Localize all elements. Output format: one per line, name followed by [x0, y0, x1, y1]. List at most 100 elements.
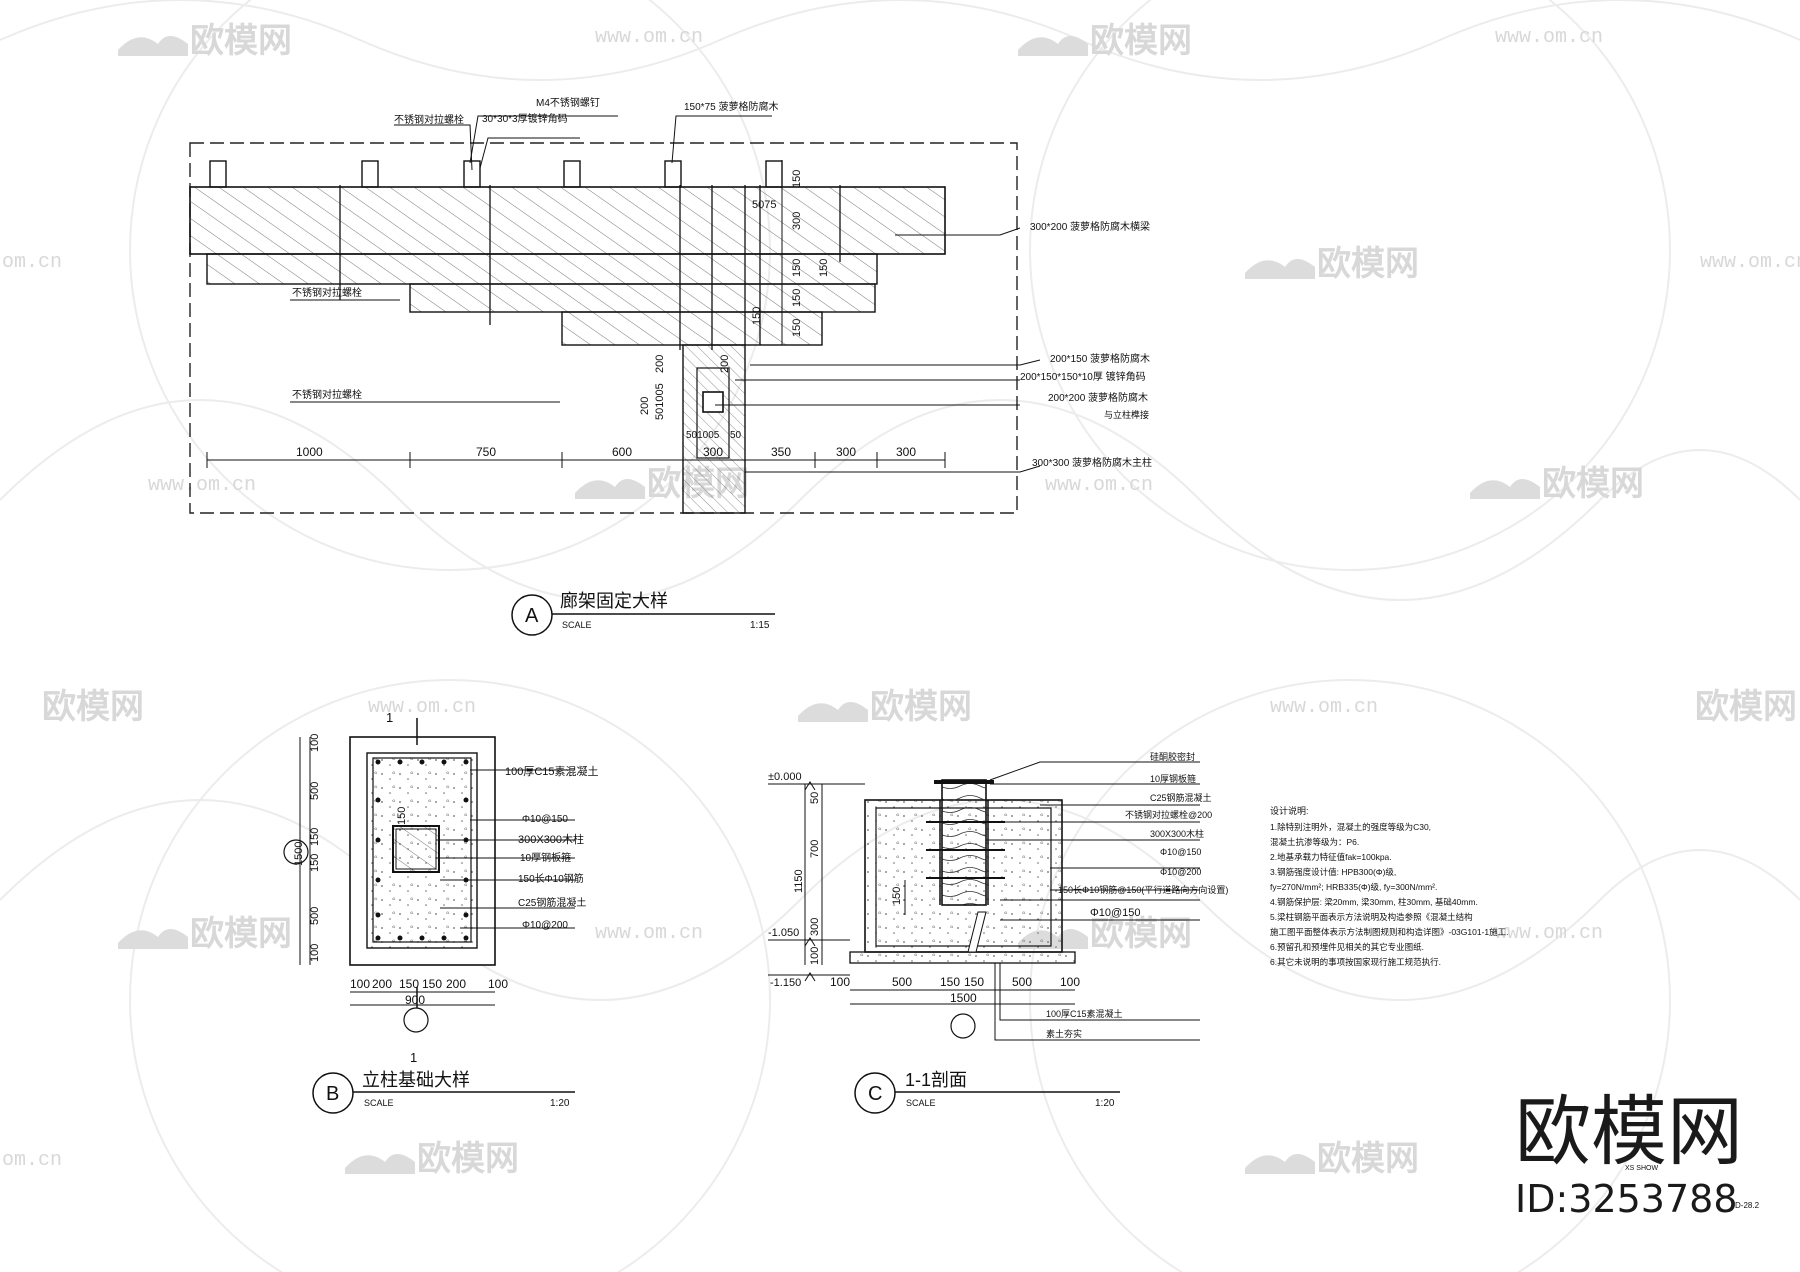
levels [768, 781, 865, 982]
detail-b-marker [312, 1072, 354, 1114]
main-column [682, 344, 746, 514]
b-dim-inner: 150 [396, 807, 408, 825]
c-dim-bottom-5: 500 [1012, 975, 1032, 989]
column-bolt [702, 391, 724, 413]
c-label-8: 150长Φ10钢筋@150(平行道路向方向设置) [1058, 884, 1228, 895]
watermark-url: www.om.cn [1495, 26, 1603, 49]
rebar-dots [375, 759, 469, 941]
section-mark-top: 1 [386, 710, 393, 725]
b-dim-left-2: 500 [309, 782, 321, 800]
label-bolt-top: 不锈钢对拉螺栓 [394, 113, 464, 126]
c-label-5: 300X300木柱 [1150, 828, 1204, 839]
dim-300-b: 300 [896, 445, 916, 459]
b-label-column: 300X300木柱 [518, 832, 584, 846]
c-label-3: C25钢筋混凝土 [1150, 792, 1212, 803]
c-label-7: Φ10@200 [1160, 867, 1201, 877]
detail-a-marker [511, 594, 553, 636]
c-label-c15: 100厚C15素混凝土 [1046, 1008, 1123, 1019]
c-dim-left-4: 300 [809, 918, 821, 936]
detail-b-scale: 1:20 [550, 1098, 570, 1109]
detail-c-title: 1-1剖面 [905, 1070, 967, 1090]
label-timber-150x75: 150*75 菠萝格防腐木 [684, 100, 778, 113]
detail-a-letter: A [525, 605, 539, 627]
notes-heading: 设计说明: [1270, 805, 1309, 816]
watermark-sofa-icon [575, 479, 645, 499]
watermark-logo: 欧模网 [1090, 22, 1192, 60]
dim-350: 350 [771, 445, 791, 459]
b-dim-bottom-3: 150 [399, 977, 419, 991]
watermark-url: www.om.cn [368, 696, 476, 719]
label-column-300: 300*300 菠萝格防腐木主柱 [1032, 456, 1152, 469]
dim-v-2: 300 [791, 212, 803, 230]
c-dim-total: 1500 [950, 991, 977, 1005]
b-dim-bottom-1: 100 [350, 977, 370, 991]
level-1150: -1.150 [770, 977, 801, 989]
b-label-phi10-200: Φ10@200 [522, 920, 568, 931]
watermark-logo: 欧模网 [1542, 465, 1644, 503]
dim-small-4: 200 [639, 397, 651, 415]
watermark-logo: 欧模网 [1090, 915, 1192, 953]
watermark-logo: 欧模网 [42, 688, 144, 726]
dim-v-1: 150 [791, 170, 803, 188]
c-dim-bottom-1: 100 [830, 975, 850, 989]
detail-a-frame [189, 142, 1018, 514]
watermark-logo: 欧模网 [1695, 688, 1797, 726]
c-dim-bottom-6: 100 [1060, 975, 1080, 989]
watermark-logo: 欧模网 [870, 688, 972, 726]
detail-a: 150 300 150 150 150 150 150 5075 200 200… [189, 96, 1152, 636]
note-line: 6.预留孔和预埋件见相关的其它专业图纸. [1270, 942, 1424, 952]
c-label-6: Φ10@150 [1160, 847, 1201, 857]
detail-a-leaders [290, 115, 1041, 473]
watermark-sofa-icon [798, 702, 868, 722]
dim-1000: 1000 [296, 445, 323, 459]
note-line: 2.地基承载力特征值fak=100kpa. [1270, 852, 1392, 862]
b-dim-left-5: 500 [309, 907, 321, 925]
b-label-steel-band: 10厚钢板箍 [520, 851, 571, 864]
c-dim-bottom-4: 150 [964, 975, 984, 989]
dim-600: 600 [612, 445, 632, 459]
b-dim-left-3: 150 [309, 828, 321, 846]
dim-small-6: 501005 [686, 430, 720, 441]
design-notes: 设计说明: 1.除特别注明外，混凝土的强度等级为C30, 混凝土抗渗等级为：P6… [1270, 805, 1509, 967]
dim-v-5: 150 [791, 289, 803, 307]
label-bolt-low: 不锈钢对拉螺栓 [292, 388, 362, 401]
note-line: 混凝土抗渗等级为：P6. [1270, 837, 1359, 847]
detail-c-scale: 1:20 [1095, 1098, 1115, 1109]
detail-b-title: 立柱基础大样 [362, 1070, 470, 1090]
dim-300-col: 300 [703, 445, 723, 459]
label-beam-300x200: 300*200 菠萝格防腐木横梁 [1030, 220, 1150, 233]
detail-b-scale-label: SCALE [364, 1098, 394, 1108]
b-dim-left-4: 150 [309, 854, 321, 872]
note-line: 3.钢筋强度设计值: HPB300(Φ)级, [1270, 867, 1396, 877]
label-timber-200x150: 200*150 菠萝格防腐木 [1050, 352, 1150, 365]
watermark-logo: 欧模网 [190, 22, 292, 60]
watermark-url: www.om.cn [1700, 251, 1800, 274]
watermark-logo: 欧模网 [1317, 1140, 1419, 1178]
b-label-phi10-150: Φ10@150 [522, 814, 568, 825]
detail-b-leaders [436, 769, 575, 929]
b-dim-total-bottom: 900 [405, 993, 425, 1007]
detail-c-leaders [986, 761, 1200, 1041]
sheet-number: D-28.2 [1735, 1201, 1760, 1210]
watermark-url: www.om.cn [595, 26, 703, 49]
note-line: fy=270N/mm²; HRB335(Φ)级, fy=300N/mm². [1270, 882, 1437, 892]
watermark-sofa-icon [1018, 36, 1088, 56]
label-angle-code: 30*30*3厚镀锌角码 [482, 112, 568, 125]
b-dim-bottom-6: 100 [488, 977, 508, 991]
c-label-9: Φ10@150 [1090, 907, 1141, 919]
dim-small-5: 501005 [654, 383, 666, 420]
detail-c-scale-label: SCALE [906, 1098, 936, 1108]
dim-small-7: 50 [730, 430, 742, 441]
c-dim-inner: 150 [891, 887, 903, 905]
brand-logo: 欧模网 [1515, 1087, 1743, 1176]
dim-v-6: 150 [751, 307, 763, 325]
c-label-1: 硅酮胶密封 [1150, 751, 1195, 762]
c15-bed [849, 951, 1076, 964]
c-dim-bottom-3: 150 [940, 975, 960, 989]
watermark-url: om.cn [2, 251, 62, 274]
b-dim-bottom-5: 200 [446, 977, 466, 991]
watermark-sofa-icon [1245, 259, 1315, 279]
note-line: 6.其它未说明的事项按国家现行施工规范执行. [1270, 957, 1441, 967]
beam-tier-2 [206, 253, 878, 285]
